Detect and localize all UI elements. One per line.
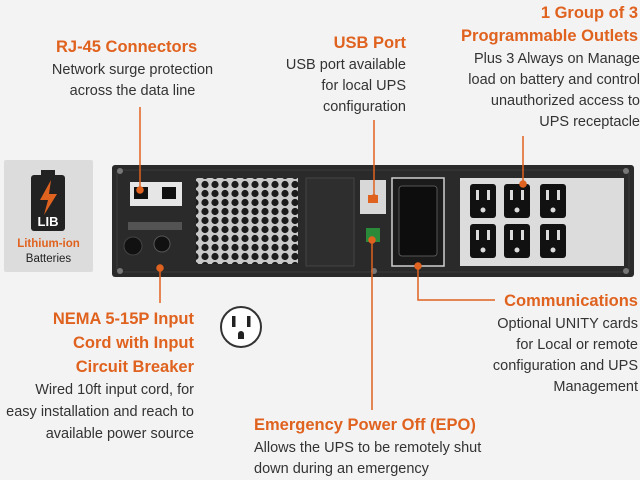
nema-title-2: Cord with Input <box>73 334 194 352</box>
outlets-title-2: Programmable Outlets <box>461 27 638 45</box>
outlets-desc-3: unauthorized access to <box>490 93 640 109</box>
rj45-title: RJ-45 Connectors <box>56 38 198 56</box>
badge-sublabel: Batteries <box>25 253 72 265</box>
rj45-desc-1: Network surge protection <box>51 62 214 78</box>
badge-icon-text: LIB <box>38 214 59 229</box>
nema-title-3: Circuit Breaker <box>75 358 194 376</box>
epo-desc-1: Allows the UPS to be remotely shut <box>254 440 482 456</box>
nema-desc-1: Wired 10ft input cord, for <box>35 382 194 398</box>
nema-desc-3: available power source <box>45 426 194 442</box>
screw <box>117 168 123 174</box>
fan-grille <box>196 178 298 264</box>
outlet-panel <box>460 178 624 266</box>
outlets-title-1: 1 Group of 3 <box>540 4 638 22</box>
outlets-desc-2: load on battery and control <box>468 72 640 88</box>
outlets-desc-4: UPS receptacle <box>539 114 640 130</box>
ups-rear-panel <box>112 107 634 410</box>
screw <box>623 168 629 174</box>
usb-desc-2: for local UPS <box>321 78 406 94</box>
epo-leader-dot <box>368 236 376 244</box>
epo-title: Emergency Power Off (EPO) <box>254 416 476 434</box>
lithium-ion-badge: LIB Lithium-ion Batteries <box>4 160 93 272</box>
usb-title: USB Port <box>333 34 406 52</box>
nema-desc-2: easy installation and reach to <box>6 404 194 420</box>
rj45-ports <box>130 182 182 206</box>
outlets-desc-1: Plus 3 Always on Manage <box>473 51 640 67</box>
usb-leader-dot <box>370 194 378 202</box>
comms-desc-4: Management <box>553 379 638 395</box>
battery-icon: LIB <box>31 170 65 231</box>
rj45-leader-dot <box>136 186 144 194</box>
nema-title-1: NEMA 5-15P Input <box>52 310 194 328</box>
usb-desc-1: USB port available <box>285 57 406 73</box>
input-cord-socket <box>123 236 143 256</box>
nema-plug-icon <box>220 306 262 348</box>
circuit-breaker <box>153 235 171 253</box>
usb-desc-3: configuration <box>322 99 406 115</box>
comms-desc-1: Optional UNITY cards <box>497 316 638 332</box>
comms-desc-3: configuration and UPS <box>492 358 638 374</box>
comms-leader <box>417 266 495 301</box>
screw <box>117 268 123 274</box>
epo-desc-2: down during an emergency <box>254 461 429 477</box>
comms-leader-dot <box>414 262 422 270</box>
comms-desc-2: for Local or remote <box>516 337 638 353</box>
nema-leader-dot <box>156 264 164 272</box>
comms-title: Communications <box>504 292 638 310</box>
label-area <box>305 177 355 267</box>
rj45-desc-2: across the data line <box>69 83 196 99</box>
badge-label: Lithium-ion <box>17 238 80 250</box>
screw <box>623 268 629 274</box>
outlets-leader-dot <box>519 180 527 188</box>
